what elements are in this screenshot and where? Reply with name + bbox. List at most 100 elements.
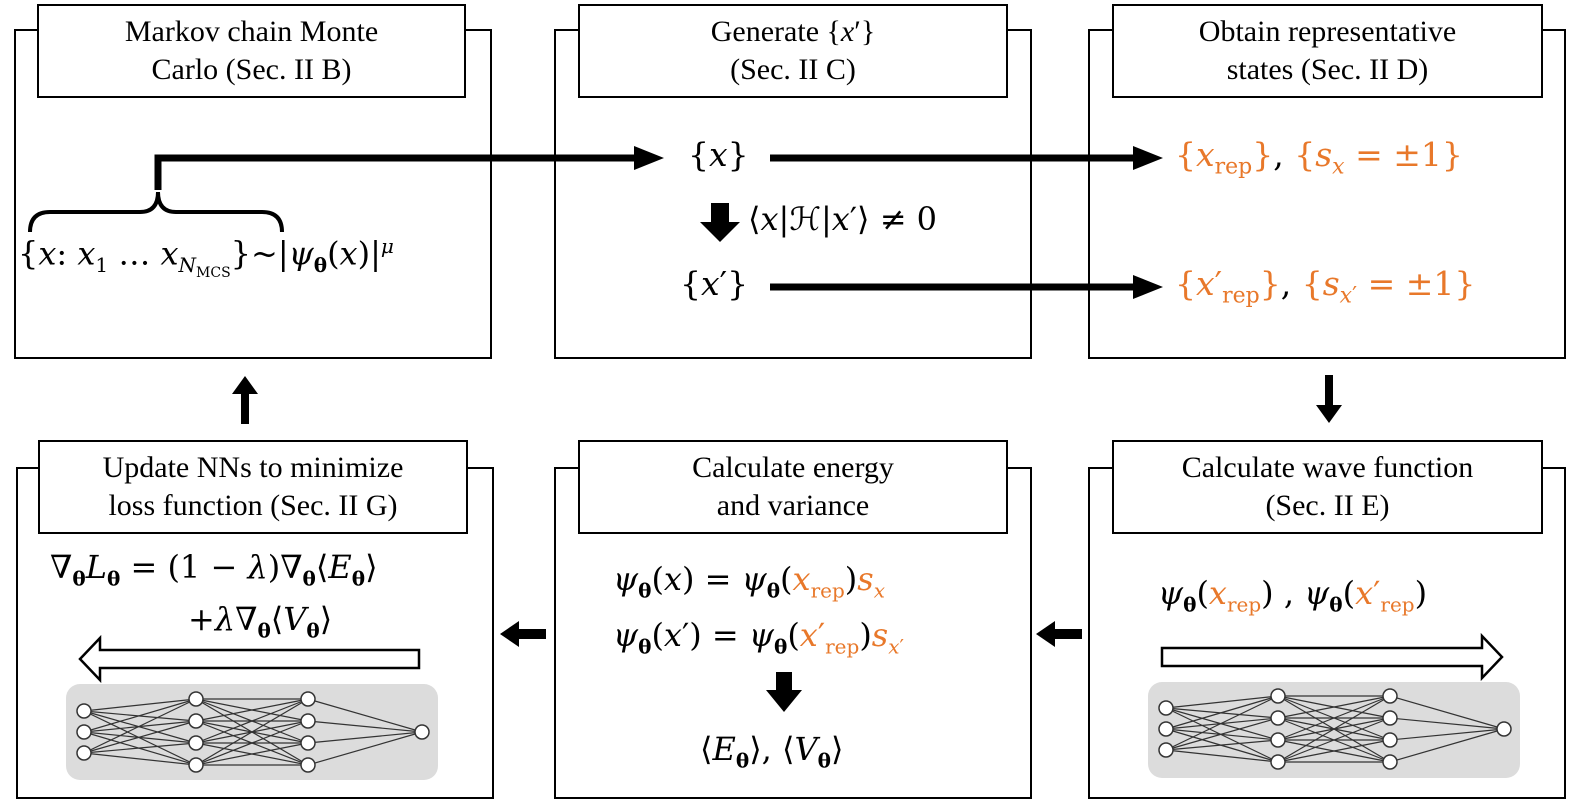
network-node bbox=[1158, 742, 1174, 758]
wavefunction-title-line2: (Sec. II E) bbox=[1265, 489, 1390, 522]
network-node bbox=[1270, 732, 1286, 748]
network-edge bbox=[1277, 695, 1391, 763]
generate-title-line2: (Sec. II C) bbox=[730, 53, 856, 86]
network-node bbox=[300, 713, 316, 729]
network-edge bbox=[1277, 717, 1391, 763]
update-title: Update NNs to minimize loss function (Se… bbox=[38, 440, 468, 534]
network-edge bbox=[195, 698, 309, 766]
network-edge bbox=[195, 698, 309, 722]
network-node bbox=[300, 757, 316, 773]
network-edge bbox=[1165, 739, 1279, 751]
network-edge bbox=[195, 720, 309, 766]
network-edge bbox=[1389, 695, 1505, 730]
arrow-energy-to-update bbox=[500, 621, 546, 647]
network-edge bbox=[1277, 695, 1391, 741]
rep-x: {xrep}, {sx = ±1} bbox=[1175, 135, 1463, 180]
network-node bbox=[1270, 710, 1286, 726]
network-node bbox=[300, 691, 316, 707]
network-edge bbox=[1389, 728, 1505, 763]
representative-title: Obtain representative states (Sec. II D) bbox=[1112, 4, 1543, 98]
network-node bbox=[1382, 754, 1398, 770]
rep-xprime: {x′rep}, {sx′ = ±1} bbox=[1175, 264, 1476, 309]
generate-title: Generate {x′} (Sec. II C) bbox=[578, 4, 1008, 98]
wavefunction-title: Calculate wave function (Sec. II E) bbox=[1112, 440, 1543, 534]
wavefunction-expression: ψθ(xrep) , ψθ(x′rep) bbox=[1158, 574, 1428, 617]
network-edge bbox=[307, 698, 423, 733]
network-edge bbox=[1389, 717, 1505, 730]
network-node bbox=[76, 724, 92, 740]
network-edge bbox=[1165, 749, 1279, 763]
network-edge bbox=[1389, 728, 1505, 741]
arrow-update-to-mcmc bbox=[232, 376, 258, 424]
network-node bbox=[1382, 710, 1398, 726]
neural-network-update bbox=[76, 691, 430, 773]
energy-eq2: ψθ(x′) = ψθ(x′rep)sx′ bbox=[613, 616, 905, 659]
arrow-wavefunction-to-energy bbox=[1036, 621, 1082, 647]
neural-network-wavefunction bbox=[1158, 688, 1512, 770]
network-edge bbox=[307, 731, 423, 766]
arrow-x-to-rep-head bbox=[1133, 146, 1163, 170]
network-node bbox=[300, 735, 316, 751]
network-edge bbox=[307, 720, 423, 733]
network-bg-wavefunction bbox=[1148, 682, 1520, 778]
network-edge bbox=[195, 698, 309, 744]
network-edge bbox=[83, 720, 197, 754]
hollow-arrow-forward bbox=[1160, 632, 1504, 682]
wavefunction-title-line1: Calculate wave function bbox=[1181, 451, 1474, 484]
network-edge bbox=[1165, 695, 1279, 730]
energy-result: ⟨Eθ⟩, ⟨Vθ⟩ bbox=[700, 730, 844, 773]
network-node bbox=[1270, 688, 1286, 704]
network-node bbox=[76, 745, 92, 761]
arrow-mcmc-to-generate bbox=[154, 154, 636, 190]
mcmc-title-line1: Markov chain Monte bbox=[124, 15, 379, 48]
network-node bbox=[1158, 721, 1174, 737]
energy-eq1: ψθ(x) = ψθ(xrep)sx bbox=[613, 560, 885, 603]
update-title-line1: Update NNs to minimize bbox=[102, 451, 404, 484]
network-node bbox=[188, 757, 204, 773]
arrow-down-energy bbox=[766, 672, 802, 712]
network-edge bbox=[83, 698, 197, 733]
network-node bbox=[188, 691, 204, 707]
sample-brace bbox=[28, 191, 284, 233]
network-node bbox=[188, 735, 204, 751]
energy-title: Calculate energy and variance bbox=[578, 440, 1008, 534]
network-node bbox=[1382, 688, 1398, 704]
energy-title-line1: Calculate energy bbox=[692, 451, 894, 484]
arrow-rep-to-wavefunction bbox=[1316, 375, 1342, 423]
energy-title-line2: and variance bbox=[716, 489, 870, 522]
network-node bbox=[188, 713, 204, 729]
network-node bbox=[1382, 732, 1398, 748]
network-edge bbox=[83, 742, 197, 754]
set-xprime: {x′} bbox=[680, 264, 749, 303]
network-edge bbox=[1277, 695, 1391, 719]
arrow-down-generate bbox=[700, 203, 740, 242]
network-edge bbox=[307, 731, 423, 744]
mcmc-sample-expression: {x: x1 … xNMCS}~|ψθ(x)|μ bbox=[18, 234, 394, 282]
network-edge bbox=[1277, 739, 1391, 763]
network-edge bbox=[195, 742, 309, 766]
update-title-line2: loss function (Sec. II G) bbox=[108, 489, 398, 522]
hollow-arrow-backward bbox=[78, 634, 421, 684]
representative-title-line1: Obtain representative bbox=[1198, 15, 1457, 48]
network-edge bbox=[1165, 695, 1279, 751]
network-node bbox=[414, 724, 430, 740]
network-node bbox=[1158, 700, 1174, 716]
arrow-mcmc-to-generate-head bbox=[634, 146, 664, 170]
gradient-line2: +λ∇θ⟨Vθ⟩ bbox=[188, 600, 333, 643]
network-edge bbox=[83, 698, 197, 712]
gradient-line1: ∇θLθ = (1 − λ)∇θ⟨Eθ⟩ bbox=[50, 548, 378, 591]
matrix-element: ⟨x|ℋ|x′⟩ ≠ 0 bbox=[748, 200, 938, 238]
network-node bbox=[1496, 721, 1512, 737]
mcmc-title: Markov chain Monte Carlo (Sec. II B) bbox=[37, 4, 466, 98]
network-edge bbox=[83, 752, 197, 766]
set-x: {x} bbox=[688, 135, 749, 174]
representative-title-line2: states (Sec. II D) bbox=[1226, 53, 1429, 86]
mcmc-title-line2: Carlo (Sec. II B) bbox=[151, 53, 352, 86]
network-node bbox=[76, 703, 92, 719]
network-edge bbox=[1165, 717, 1279, 751]
network-node bbox=[1270, 754, 1286, 770]
network-edge bbox=[1165, 695, 1279, 709]
generate-title-line1: Generate {x′} bbox=[710, 15, 876, 48]
network-edge bbox=[83, 698, 197, 754]
